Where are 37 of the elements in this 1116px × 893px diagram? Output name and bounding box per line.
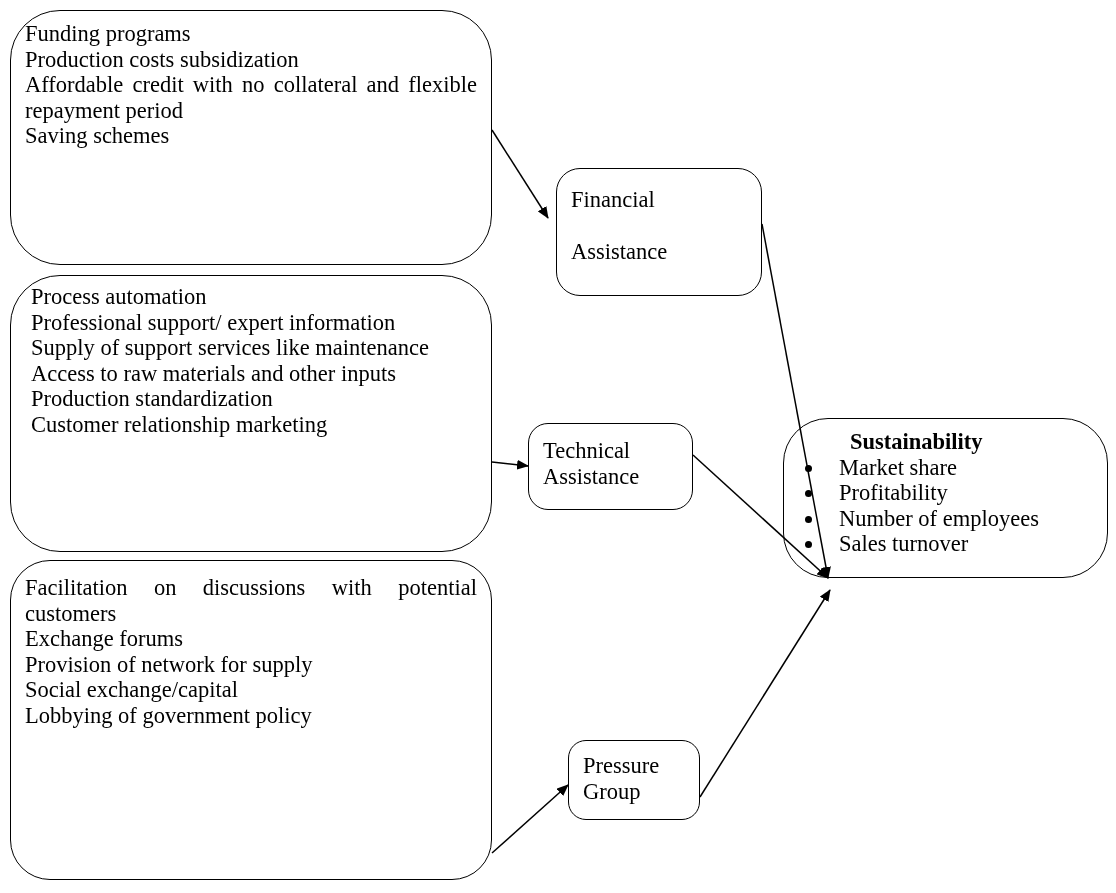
rounded-box: [10, 10, 492, 265]
arrow: [699, 589, 831, 798]
node-label: Technical Assistance: [543, 438, 641, 489]
node-heading: Sustainability: [849, 429, 984, 455]
list-item: Supply of support services like maintenance: [31, 335, 431, 361]
node-label: Financial: [571, 187, 656, 213]
arrow: [491, 459, 529, 470]
rounded-box: [10, 275, 492, 552]
arrow: [692, 454, 829, 579]
list-item: Lobbying of government policy: [25, 702, 313, 728]
arrow: [491, 129, 549, 219]
rounded-box: [568, 740, 700, 820]
arrow: [491, 784, 569, 854]
rounded-box: [556, 168, 762, 296]
arrow: [761, 223, 831, 579]
list-item: Facilitation on discussions with potential customers: [25, 575, 477, 626]
list-item: Affordable credit with no collateral and flexible repayment period: [25, 72, 477, 123]
list-item: Saving schemes: [25, 123, 171, 149]
bullet-item: Market share: [839, 454, 959, 480]
node-label: Pressure Group: [583, 753, 661, 804]
list-item: Social exchange/capital: [25, 677, 240, 703]
rounded-box: [528, 423, 693, 510]
bullet-item: Sales turnover: [839, 531, 970, 557]
list-item: Professional support/ expert information: [31, 309, 397, 335]
bullet-item: Number of employees: [839, 505, 1040, 531]
list-item: Process automation: [31, 284, 208, 310]
list-item: Exchange forums: [25, 626, 185, 652]
list-item: Provision of network for supply: [25, 651, 314, 677]
bullet-item: Profitability: [839, 480, 949, 506]
list-item: Funding programs: [25, 21, 192, 47]
list-item: Production costs subsidization: [25, 46, 300, 72]
rounded-box: [10, 560, 492, 880]
list-item: Production standardization: [31, 386, 274, 412]
node-label: Assistance: [571, 238, 669, 264]
list-item: Customer relationship marketing: [31, 411, 329, 437]
rounded-box: [783, 418, 1108, 578]
list-item: Access to raw materials and other inputs: [31, 360, 397, 386]
